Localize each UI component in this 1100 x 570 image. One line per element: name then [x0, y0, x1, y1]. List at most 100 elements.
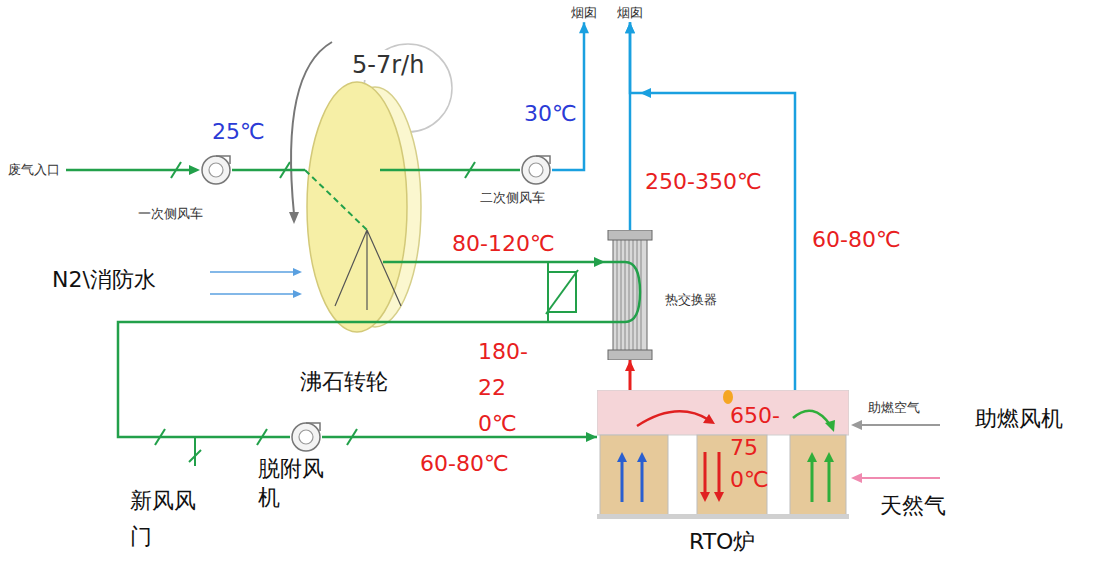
pipe-line [425, 261, 605, 264]
polygon-shape [807, 452, 817, 462]
path-shape [617, 240, 641, 350]
path-shape [622, 460, 642, 502]
pipe-connector [425, 322, 605, 323]
rect-shape [613, 238, 647, 352]
polygon-shape [637, 452, 647, 462]
temperature-label-holder: 25℃ [212, 118, 265, 146]
free-label: 天然气 [880, 492, 946, 520]
rect-shape [608, 230, 652, 240]
temperature-label: 60-80℃ [420, 450, 509, 478]
svg-shape [605, 230, 655, 360]
line-shape [380, 169, 425, 172]
path-shape [306, 423, 320, 431]
fan-symbol: 脱附风机 [290, 421, 322, 453]
arrow-head [594, 257, 605, 267]
free-label: 助燃空气 [868, 400, 920, 416]
free-label: 助燃风机 [975, 405, 1063, 433]
node-label: 二次侧风车 [480, 190, 512, 206]
polygon-shape [703, 414, 715, 424]
temperature-label: 80-120℃ [452, 230, 555, 258]
polygon-shape [293, 268, 302, 276]
path-shape [605, 262, 640, 322]
temperature-label-holder: 60-80℃ [812, 226, 901, 254]
pipe-line [425, 169, 520, 172]
arrow-head [579, 22, 589, 33]
temperature-label: 60-80℃ [812, 226, 901, 254]
line-shape [305, 170, 367, 230]
free-label-holder: 新风风门 [130, 483, 200, 555]
free-label-holder: 助燃空气 [868, 400, 920, 416]
polygon-shape [825, 420, 835, 432]
pipe-connector [118, 322, 305, 437]
circle-shape [529, 163, 543, 177]
temperature-label: 25℃ [212, 118, 265, 146]
path-shape [705, 452, 719, 494]
pipe-line [552, 22, 584, 170]
pipe-line [118, 322, 305, 437]
heat-exchanger: 热交换器 [605, 230, 655, 360]
circle-shape [202, 156, 230, 184]
node-label: 烟囱 [617, 5, 643, 21]
svg-shape [520, 154, 552, 186]
pipe-line [322, 436, 597, 439]
line-shape [305, 321, 425, 324]
free-label-holder: 助燃风机 [975, 405, 1063, 433]
line-shape [66, 169, 192, 172]
pipe-connector [625, 22, 795, 390]
svg-shape [290, 421, 322, 453]
free-label-holder: 天然气 [880, 492, 946, 520]
polygon-shape [289, 212, 299, 224]
temperature-label-holder: 30℃ [524, 100, 577, 128]
node-label: 烟囱 [571, 5, 597, 21]
node-label: 一次侧风车 [138, 206, 170, 222]
svg-shape [305, 80, 425, 335]
line-shape [546, 270, 578, 314]
path-shape [812, 460, 829, 502]
arrow-head [625, 360, 635, 371]
rto-furnace: RTO炉 [597, 390, 849, 520]
chimney-label: 烟囱 [614, 4, 646, 22]
free-label-holder: N2\消防水 [52, 266, 156, 294]
circle-shape [209, 163, 223, 177]
line-shape [189, 450, 201, 462]
zeolite-rotor: 沸石转轮 [305, 80, 425, 335]
temperature-label: 30℃ [524, 100, 577, 128]
line-shape [194, 437, 196, 466]
rect-shape [597, 514, 849, 519]
line-shape [860, 424, 940, 426]
path-shape [536, 156, 550, 164]
pipe-connector [322, 432, 597, 442]
arrow-head [625, 22, 635, 33]
circle-shape [299, 430, 313, 444]
free-label-holder: 5-7r/h [350, 50, 426, 80]
line-shape [171, 162, 181, 178]
chimney-label: 烟囱 [568, 4, 600, 22]
polygon-shape [824, 452, 834, 462]
free-label: 新风风门 [130, 483, 200, 555]
polygon-shape [851, 473, 862, 483]
line-shape [860, 477, 940, 479]
node-label: 脱附风机 [258, 455, 328, 512]
svg-shape [597, 390, 849, 520]
rect-shape [597, 390, 849, 435]
path-shape [335, 230, 401, 310]
pipe-line [232, 169, 305, 172]
node-label: 沸石转轮 [300, 368, 420, 396]
ellipse-shape [307, 82, 407, 332]
path-shape [637, 411, 709, 426]
pipe-line [630, 22, 795, 390]
temperature-label-holder: 180-220℃ [478, 334, 534, 442]
polygon-shape [189, 165, 200, 175]
line-shape [210, 271, 294, 273]
pipe-connector [425, 257, 605, 267]
rect-shape [600, 435, 668, 515]
rect-shape [790, 435, 846, 515]
node-label: 热交换器 [665, 292, 715, 308]
free-label: N2\消防水 [52, 266, 156, 294]
polygon-shape [851, 420, 862, 430]
rect-shape [608, 350, 652, 360]
pipe-line [425, 321, 605, 324]
path-shape [793, 411, 831, 426]
